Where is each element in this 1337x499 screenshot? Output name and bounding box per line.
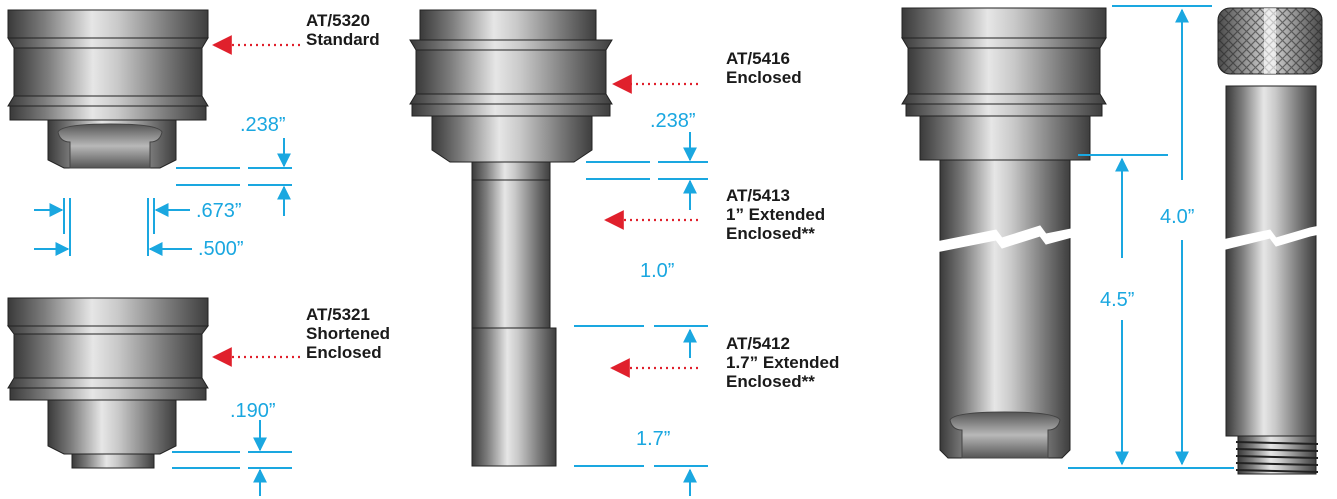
dim-extension-1 (574, 325, 708, 358)
dim-text-shortened-depth: .190” (230, 400, 276, 422)
label-at5416: AT/5416 Enclosed (726, 49, 802, 87)
holder-standard (7, 9, 209, 169)
dim-text-extension-1: 1.0” (640, 260, 675, 282)
holder-long (901, 7, 1107, 459)
part-number: AT/5413 (726, 186, 790, 205)
dim-standard-diameters (34, 198, 192, 256)
part-description: Enclosed (306, 343, 382, 362)
dim-text-overall-length: 4.5” (1100, 289, 1135, 311)
dim-text-enclosed-depth: .238” (650, 110, 696, 132)
sleeve-knurled (1217, 7, 1323, 475)
part-number: AT/5320 (306, 11, 370, 30)
dim-extension-2 (574, 465, 708, 496)
dim-standard-depth (176, 138, 292, 216)
dim-overall-length (1068, 154, 1234, 469)
part-description: Enclosed (726, 68, 802, 87)
dim-text-standard-depth: .238” (240, 114, 286, 136)
label-at5321: AT/5321 Shortened Enclosed (306, 305, 390, 362)
holder-enclosed-extended (409, 9, 613, 467)
dim-text-extension-2: 1.7” (636, 428, 671, 450)
dim-shortened-depth (172, 420, 292, 496)
break-mark (935, 225, 1077, 253)
part-description: Standard (306, 30, 380, 49)
part-description: Enclosed** (726, 224, 815, 243)
dim-sleeve-length (1112, 5, 1212, 466)
part-description: 1” Extended (726, 205, 826, 224)
break-mark (1221, 225, 1321, 251)
part-description: 1.7” Extended (726, 353, 840, 372)
part-number: AT/5321 (306, 305, 370, 324)
label-at5320: AT/5320 Standard (306, 11, 380, 49)
dim-text-sleeve-length: 4.0” (1160, 206, 1195, 228)
label-at5413: AT/5413 1” Extended Enclosed** (726, 186, 825, 243)
part-description: Shortened (306, 324, 391, 343)
part-description: Enclosed** (726, 372, 815, 391)
holder-shortened (7, 297, 209, 469)
dim-enclosed-depth (586, 132, 708, 210)
dim-text-standard-inner-dia: .500” (198, 238, 244, 260)
label-at5412: AT/5412 1.7” Extended Enclosed** (726, 334, 839, 391)
part-number: AT/5416 (726, 49, 790, 68)
dim-text-standard-outer-dia: .673” (196, 200, 242, 222)
part-number: AT/5412 (726, 334, 790, 353)
